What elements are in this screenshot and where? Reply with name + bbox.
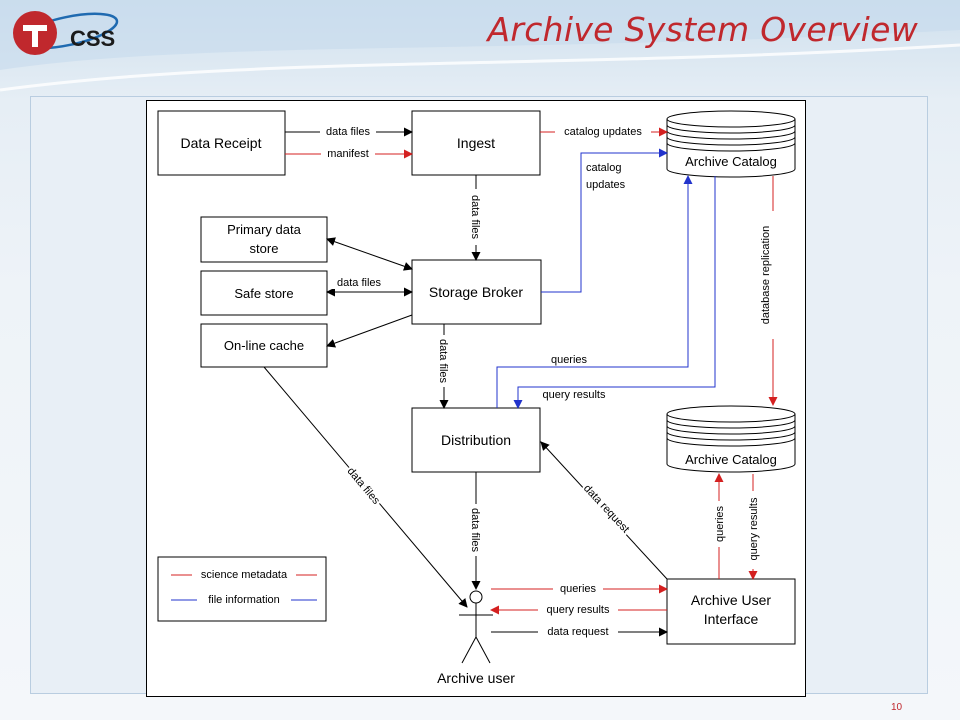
arrow-query-results-catalog-dist <box>513 176 716 409</box>
storage-broker-box: Storage Broker <box>411 259 542 325</box>
label-data-files-safe: data files <box>337 277 382 289</box>
primary-store-line2: store <box>250 241 279 256</box>
safe-store-box: Safe store <box>200 270 328 316</box>
label-catalog-updates-2a: catalog <box>586 162 621 174</box>
label-query-results-2: query results <box>547 604 610 616</box>
header-swoosh <box>0 0 960 92</box>
arrow-broker-primary <box>326 237 413 271</box>
label-data-files-receipt: data files <box>326 126 371 138</box>
primary-store-line1: Primary data <box>227 222 301 237</box>
data-receipt-label: Data Receipt <box>181 135 262 151</box>
slide-title: Archive System Overview <box>487 10 918 49</box>
archive-catalog-bottom: Archive Catalog <box>666 405 796 473</box>
ingest-box: Ingest <box>411 110 541 176</box>
online-cache-box: On-line cache <box>200 323 328 368</box>
archive-diagram: Data Receipt Ingest Archive Catalog Prim… <box>146 100 806 697</box>
aui-line2: Interface <box>704 611 759 627</box>
arrow-data-files-cache-user <box>263 366 468 608</box>
distribution-box: Distribution <box>411 407 541 473</box>
archive-catalog-top-label: Archive Catalog <box>685 154 777 169</box>
archive-user-figure <box>459 590 493 664</box>
label-data-request-2: data request <box>547 626 608 638</box>
label-data-files-diag: data files <box>345 465 383 507</box>
ingest-label: Ingest <box>457 135 495 151</box>
label-data-request-diag: data request <box>581 482 631 535</box>
label-manifest: manifest <box>327 148 369 160</box>
archive-catalog-top: Archive Catalog <box>666 110 796 178</box>
online-cache-label: On-line cache <box>224 338 304 353</box>
label-data-files-v1: data files <box>469 195 481 240</box>
page-number: 10 <box>891 702 903 713</box>
arrow-queries-dist-catalog <box>496 175 693 408</box>
label-data-files-v3: data files <box>469 508 481 553</box>
legend-file-information: file information <box>208 594 280 606</box>
label-queries-2: queries <box>560 583 597 595</box>
label-query-results-1: query results <box>543 389 606 401</box>
label-database-replication: database replication <box>760 226 772 324</box>
tcss-logo: CSS <box>13 11 119 55</box>
archive-user-interface-box: Archive User Interface <box>666 578 796 645</box>
aui-line1: Archive User <box>691 592 771 608</box>
primary-data-store-box: Primary data store <box>200 216 328 263</box>
label-catalog-updates-2b: updates <box>586 179 626 191</box>
storage-broker-label: Storage Broker <box>429 284 523 300</box>
archive-catalog-bottom-label: Archive Catalog <box>685 452 777 467</box>
arrow-data-request-aui-dist <box>540 441 668 580</box>
label-data-files-v2: data files <box>437 339 449 384</box>
data-receipt-box: Data Receipt <box>157 110 286 176</box>
legend-science-metadata: science metadata <box>201 569 288 581</box>
safe-store-label: Safe store <box>234 286 293 301</box>
label-query-results-v: query results <box>748 497 760 560</box>
logo-text: CSS <box>70 26 115 51</box>
distribution-label: Distribution <box>441 432 511 448</box>
arrow-catalog-updates-broker <box>541 148 668 293</box>
legend: science metadata file information <box>157 556 327 622</box>
label-queries-1: queries <box>551 354 588 366</box>
arrow-broker-cache <box>326 314 413 348</box>
label-queries-v: queries <box>714 505 726 542</box>
label-catalog-updates-1: catalog updates <box>564 126 642 138</box>
archive-user-label: Archive user <box>437 670 515 686</box>
